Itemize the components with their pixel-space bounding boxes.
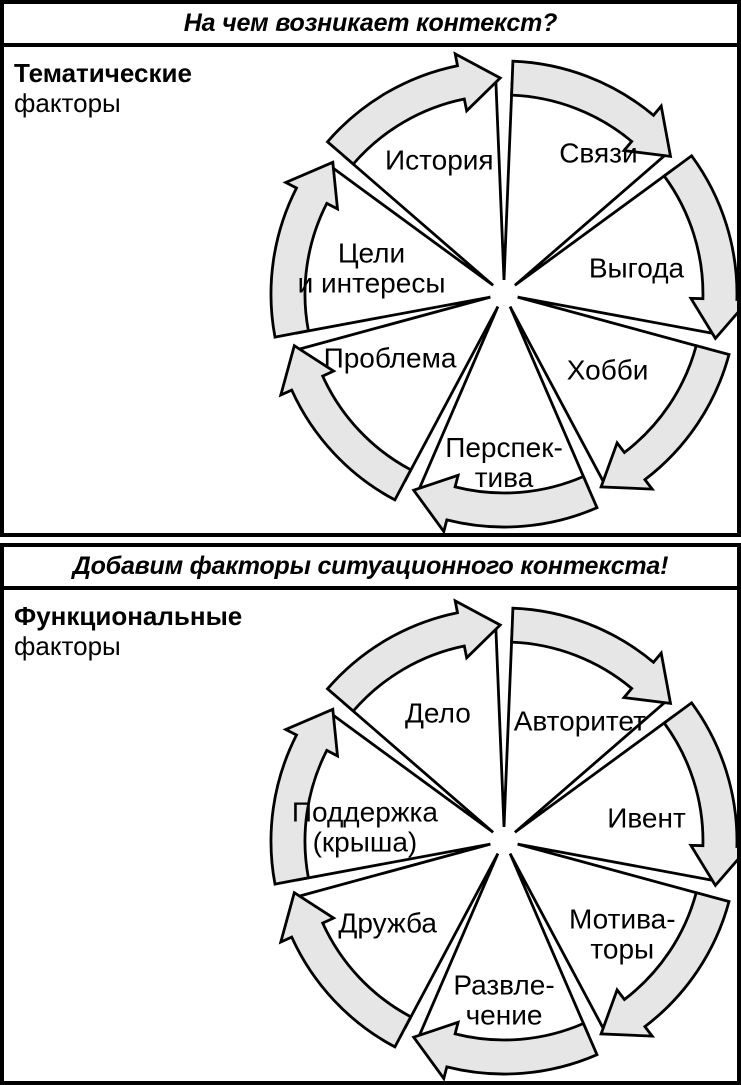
segment-label: Авторитет [514,706,646,737]
cycle-arrow [411,1020,599,1081]
segment-label: Дружба [338,908,437,939]
cycle-arrow [599,890,731,1038]
cycle-arrow [411,473,599,533]
slice-divider [513,701,676,834]
segment-label: Перспек-тива [445,432,563,493]
cycle-arrow [325,51,503,166]
slice-divider [494,629,514,828]
slice-divider [332,154,495,287]
cycle-arrow [510,59,673,159]
segment-label: Выгода [589,252,685,283]
slice-divider [513,154,676,287]
category-label-thematic: Тематические факторы [14,58,192,118]
panel-title: На чем возникает контекст? [183,9,558,37]
slice-divider [494,82,514,281]
category-label-line2: факторы [14,88,121,118]
slice-divider [508,305,605,489]
panel-thematic-factors: На чем возникает контекст? Тематические … [0,0,741,537]
slice-divider [295,842,491,898]
segment-label: Мотива-торы [569,904,676,965]
cycle-arrow [325,598,503,713]
segment-label: История [385,145,494,176]
slice-divider [403,305,500,489]
panel-title-bar: На чем возникает контекст? [4,4,737,47]
panel-title: Добавим факторы ситуационного контекста! [72,552,669,580]
cycle-arrow [278,343,413,502]
panel-title-bar: Добавим факторы ситуационного контекста! [4,547,737,590]
cycle-arrow [278,890,413,1049]
cycle-arrow [510,606,673,706]
category-label-functional: Функциональные факторы [14,601,242,661]
segment-label: Хобби [567,355,649,386]
slice-divider [332,701,495,834]
cycle-arrow [662,700,737,888]
category-label-line1: Функциональные [14,601,243,631]
segment-label: Поддержка(крыша) [292,797,438,858]
segment-label: Дело [405,698,471,729]
cycle-arrow [269,160,340,339]
panel-functional-factors: Добавим факторы ситуационного контекста!… [0,543,741,1085]
slice-divider [403,852,500,1036]
slice-divider [508,852,605,1036]
cycle-arrow [269,707,340,886]
slice-divider [517,842,713,898]
segment-label: Развле-чение [453,969,554,1030]
slice-divider [295,295,491,351]
slice-divider [517,295,713,351]
segment-label: Ивент [607,803,686,834]
segment-label: Проблема [324,342,457,373]
cycle-arrow [662,153,737,341]
category-label-line1: Тематические [14,58,192,88]
category-label-line2: факторы [14,631,121,661]
segment-label: Связи [559,138,637,169]
cycle-arrow [599,343,731,491]
